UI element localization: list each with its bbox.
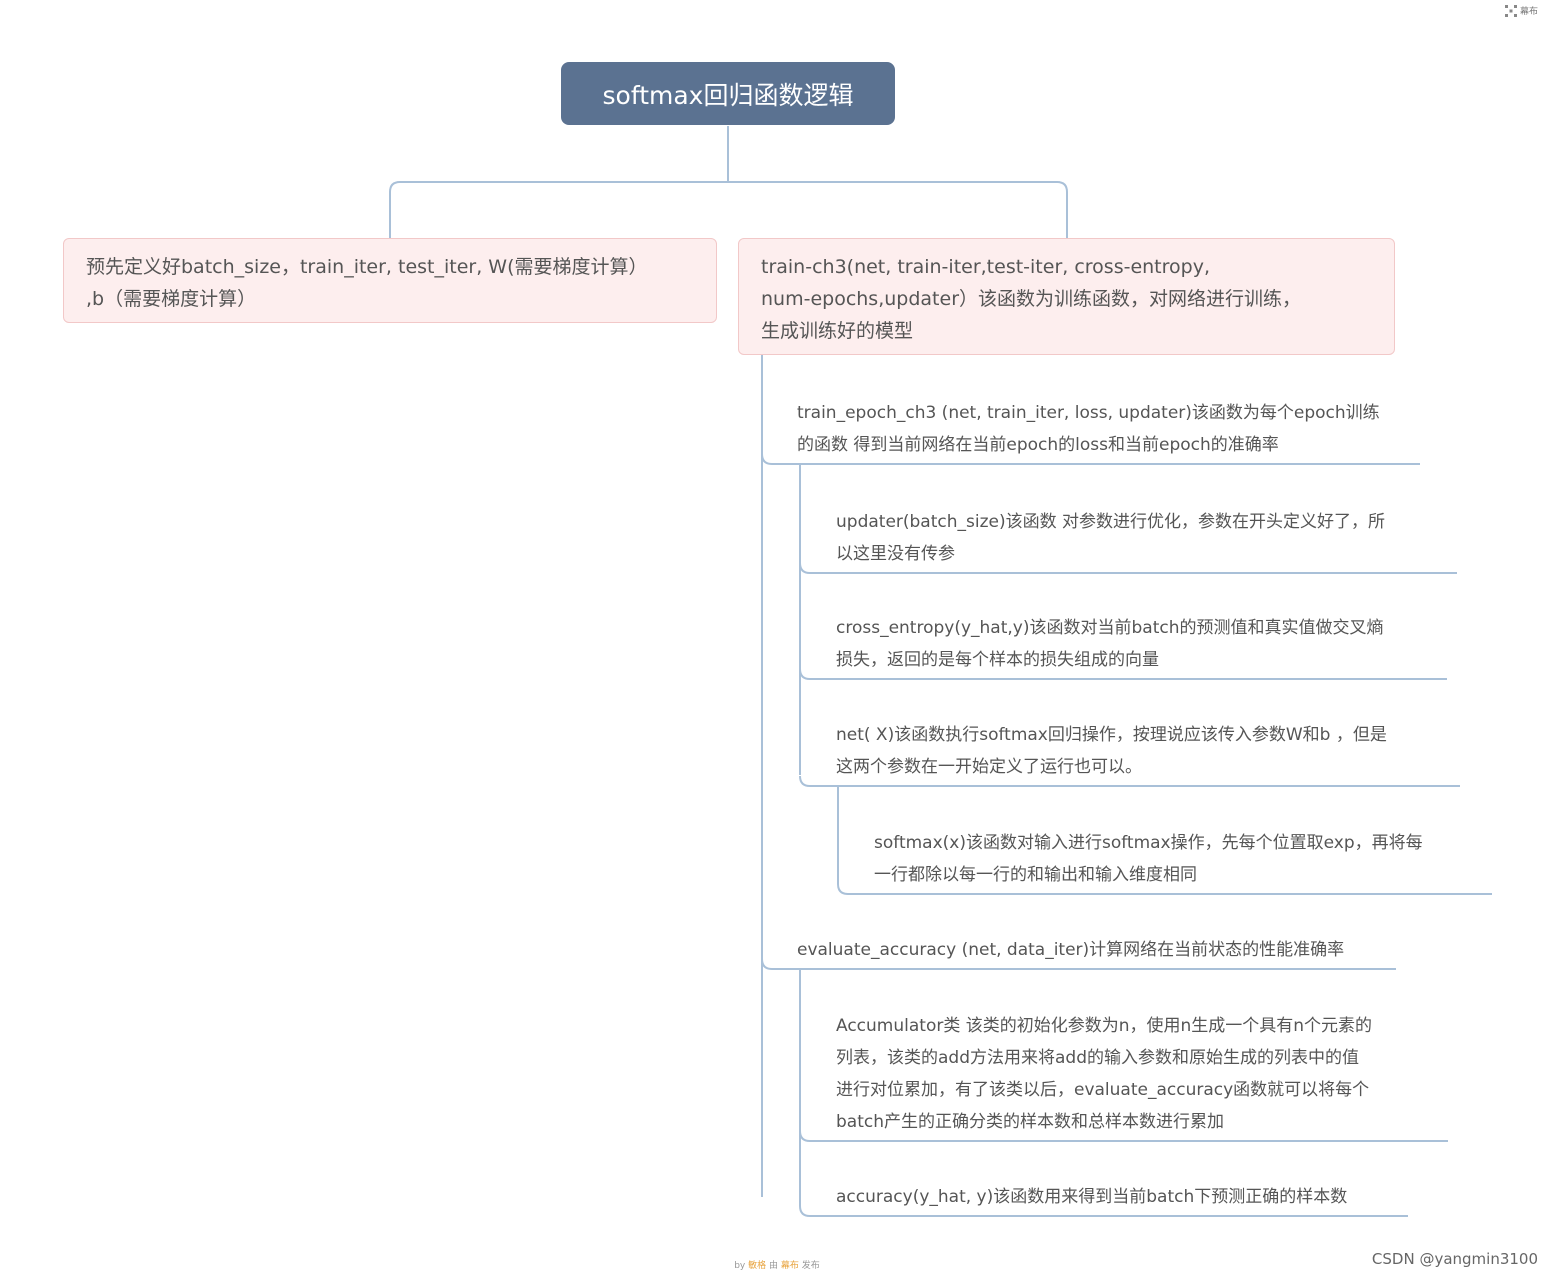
node-cross-entropy[interactable]: cross_entropy(y_hat,y)该函数对当前batch的预测值和真实…	[836, 612, 1476, 676]
node-updater[interactable]: updater(batch_size)该函数 对参数进行优化，参数在开头定义好了…	[836, 506, 1476, 570]
footer-author[interactable]: 敏格	[748, 1261, 767, 1271]
node-line: evaluate_accuracy (net, data_iter)计算网络在当…	[797, 940, 1345, 960]
root-title: softmax回归函数逻辑	[602, 80, 854, 110]
node-line: 以这里没有传参	[836, 544, 955, 564]
node-line: updater(batch_size)该函数 对参数进行优化，参数在开头定义好了…	[836, 512, 1386, 532]
node-accumulator[interactable]: Accumulator类 该类的初始化参数为n，使用n生成一个具有n个元素的 列…	[836, 1010, 1476, 1138]
node-line: 一行都除以每一行的和输出和输入维度相同	[874, 865, 1197, 885]
node-evaluate-accuracy[interactable]: evaluate_accuracy (net, data_iter)计算网络在当…	[797, 934, 1437, 966]
node-net[interactable]: net( X)该函数执行softmax回归操作，按理说应该传入参数W和b ，但是…	[836, 719, 1476, 783]
node-line: softmax(x)该函数对输入进行softmax操作，先每个位置取exp，再将…	[874, 833, 1423, 853]
node-accuracy[interactable]: accuracy(y_hat, y)该函数用来得到当前batch下预测正确的样本…	[836, 1181, 1476, 1213]
branch-node-train-ch3[interactable]: train-ch3(net, train-iter,test-iter, cro…	[738, 238, 1395, 355]
node-line: 进行对位累加，有了该类以后，evaluate_accuracy函数就可以将每个	[836, 1080, 1370, 1100]
node-softmax[interactable]: softmax(x)该函数对输入进行softmax操作，先每个位置取exp，再将…	[874, 827, 1534, 891]
node-line: 这两个参数在一开始定义了运行也可以。	[836, 757, 1142, 777]
node-line: ,b（需要梯度计算）	[86, 288, 257, 310]
footer-credit: by 敏格 由 幕布 发布	[0, 1258, 1554, 1271]
node-line: train_epoch_ch3 (net, train_iter, loss, …	[797, 403, 1380, 423]
footer-mid-text: 由	[769, 1261, 779, 1271]
node-line: net( X)该函数执行softmax回归操作，按理说应该传入参数W和b ，但是	[836, 725, 1387, 745]
node-line: 预先定义好batch_size，train_iter, test_iter, W…	[86, 256, 648, 278]
node-line: 的函数 得到当前网络在当前epoch的loss和当前epoch的准确率	[797, 435, 1279, 455]
node-line: num-epochs,updater）该函数为训练函数，对网络进行训练，	[761, 288, 1302, 310]
watermark: CSDN @yangmin3100	[1371, 1250, 1538, 1268]
footer-by: by	[734, 1261, 746, 1271]
node-line: 损失，返回的是每个样本的损失组成的向量	[836, 650, 1159, 670]
brand-label: 幕布	[1519, 7, 1538, 17]
node-line: cross_entropy(y_hat,y)该函数对当前batch的预测值和真实…	[836, 618, 1384, 638]
node-line: 生成训练好的模型	[761, 320, 914, 342]
node-line: batch产生的正确分类的样本数和总样本数进行累加	[836, 1112, 1224, 1132]
node-train-epoch[interactable]: train_epoch_ch3 (net, train_iter, loss, …	[797, 397, 1437, 461]
footer-app[interactable]: 幕布	[780, 1261, 799, 1271]
brand-mark: 幕布	[1504, 4, 1538, 17]
mubu-logo-icon	[1504, 4, 1517, 17]
node-line: train-ch3(net, train-iter,test-iter, cro…	[761, 256, 1210, 278]
root-node[interactable]: softmax回归函数逻辑	[561, 62, 895, 125]
node-line: accuracy(y_hat, y)该函数用来得到当前batch下预测正确的样本…	[836, 1187, 1348, 1207]
branch-node-predefine[interactable]: 预先定义好batch_size，train_iter, test_iter, W…	[63, 238, 717, 323]
footer-publish: 发布	[801, 1261, 820, 1271]
node-line: Accumulator类 该类的初始化参数为n，使用n生成一个具有n个元素的	[836, 1016, 1373, 1036]
node-line: 列表，该类的add方法用来将add的输入参数和原始生成的列表中的值	[836, 1048, 1359, 1068]
